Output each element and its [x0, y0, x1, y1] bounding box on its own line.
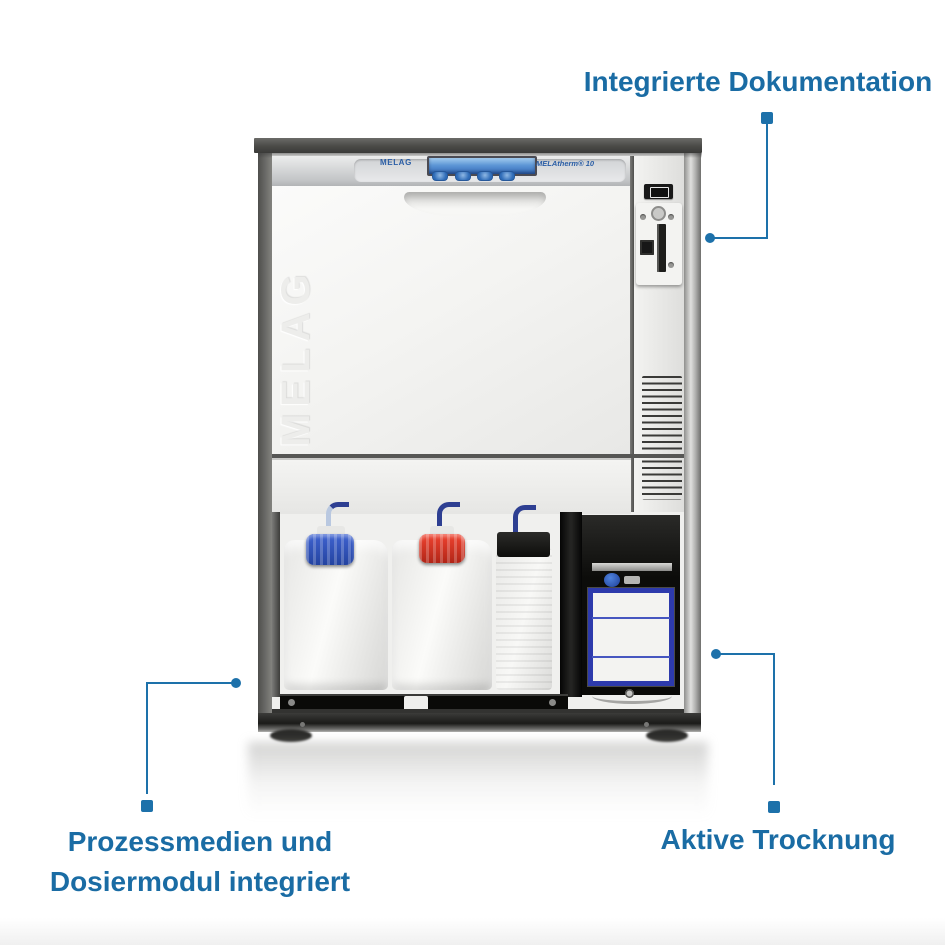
callout-line-active-drying-vertical — [773, 653, 775, 785]
bay-bottom-edge — [272, 709, 684, 713]
door-split-line — [272, 454, 684, 458]
callout-line-documentation-vertical — [766, 124, 768, 238]
ethernet-port — [640, 240, 654, 255]
filter-clamp-wire — [592, 688, 672, 704]
panel-button-4 — [499, 171, 515, 181]
label-integrated-documentation: Integrierte Dokumentation — [583, 66, 933, 97]
device-left-side-panel — [258, 153, 272, 732]
base-screw-right — [644, 722, 649, 727]
dosing-tube-red-canister — [437, 502, 460, 541]
callout-square-process-media — [141, 800, 153, 812]
callout-dot-documentation — [705, 233, 715, 243]
ventilation-grille — [642, 376, 682, 500]
dosing-tube-bottle — [513, 505, 536, 538]
canister-cap-red — [419, 534, 465, 563]
panel-button-1 — [432, 171, 448, 181]
foot-left — [270, 729, 312, 742]
filter-latch — [624, 576, 640, 584]
process-media-canister-1 — [284, 540, 388, 690]
worktop-shadow — [258, 153, 702, 158]
panel-screw-left — [640, 214, 646, 220]
floor-reflection — [248, 742, 708, 817]
bay-frame-left — [272, 512, 280, 697]
rail-screw-right — [549, 699, 556, 706]
dosing-tube-blue-canister — [326, 502, 349, 541]
model-label: MELAtherm® 10 — [536, 159, 595, 168]
rail-latch — [404, 696, 428, 712]
power-switch-rocker — [650, 187, 669, 198]
callout-line-process-media-horizontal — [147, 682, 233, 684]
base-plinth — [258, 713, 701, 732]
floor-edge-band — [0, 918, 945, 945]
label-active-drying: Aktive Trocknung — [660, 824, 896, 855]
foot-right — [646, 729, 688, 742]
bottle-cap-black — [497, 532, 550, 557]
callout-line-documentation-horizontal — [711, 237, 768, 239]
callout-line-active-drying-horizontal — [717, 653, 775, 655]
canister-cap-blue — [306, 534, 354, 565]
panel-screw-right — [668, 214, 674, 220]
callout-square-documentation — [761, 112, 773, 124]
label-process-media-line1: Prozessmedien und — [67, 826, 333, 857]
filter-clamp-screw — [625, 689, 634, 698]
callout-square-active-drying — [768, 801, 780, 813]
bay-divider — [560, 512, 582, 697]
brand-logo: MELAG — [380, 158, 412, 167]
hepa-filter — [588, 588, 674, 686]
door-emboss-logo: MELAG — [274, 267, 318, 447]
door-handle-recess — [404, 192, 546, 216]
label-process-media: Prozessmedien und Dosiermodul integriert — [24, 822, 376, 902]
panel-screw-bottom — [668, 262, 674, 268]
worktop-edge — [254, 138, 702, 153]
filter-top-bar — [592, 563, 672, 571]
rail-screw-left — [288, 699, 295, 706]
round-connector — [651, 206, 666, 221]
process-media-canister-2 — [392, 540, 492, 690]
filter-knob — [604, 573, 620, 587]
callout-dot-process-media — [231, 678, 241, 688]
callout-line-process-media-vertical — [146, 682, 148, 794]
cf-card-slot — [657, 224, 666, 272]
callout-dot-active-drying — [711, 649, 721, 659]
filter-divider-line-1 — [592, 617, 670, 619]
device-right-steel-edge — [684, 153, 701, 732]
door — [272, 186, 631, 454]
filter-divider-line-2 — [592, 656, 670, 658]
panel-button-2 — [455, 171, 471, 181]
base-screw-left — [300, 722, 305, 727]
door-right-gap — [630, 156, 634, 512]
label-process-media-line2: Dosiermodul integriert — [49, 866, 351, 897]
process-media-bottle — [496, 548, 552, 690]
panel-button-3 — [477, 171, 493, 181]
